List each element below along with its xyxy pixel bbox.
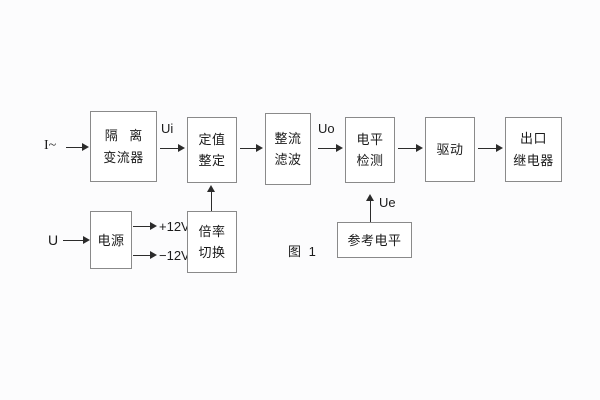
block-power-supply: 电源	[90, 211, 132, 269]
block-power-supply-line-1: 电源	[97, 232, 125, 248]
arrowhead-voltage-input	[83, 236, 90, 244]
arrowhead-supply-negative	[150, 251, 157, 259]
block-drive: 驱动	[425, 117, 475, 182]
supply-positive-label: +12V	[159, 219, 190, 234]
ue-signal-label: Ue	[379, 195, 396, 210]
connector-setting-to-rectify	[240, 148, 258, 149]
block-setting-value-line-2: 整定	[198, 153, 226, 168]
block-output-relay-line-2: 继电器	[513, 152, 554, 168]
voltage-input-label: U	[48, 232, 59, 248]
ui-signal-label: Ui	[161, 121, 174, 136]
arrowhead-supply-positive	[150, 222, 157, 230]
block-isolating-ct-line-1: 隔 离	[104, 128, 147, 144]
arrowhead-current-input	[82, 143, 89, 151]
arrowhead-rectify-to-level	[336, 144, 343, 152]
connector-ratio-to-setting	[211, 191, 212, 211]
block-rectify-filter: 整流 滤波	[265, 113, 311, 185]
block-drive-line-1: 驱动	[436, 142, 464, 157]
current-input-label: I~	[44, 138, 57, 153]
uo-signal-label: Uo	[318, 121, 335, 136]
block-reference-level: 参考电平	[337, 222, 412, 258]
connector-voltage-input	[63, 240, 85, 241]
figure-caption: 图 1	[288, 244, 318, 259]
connector-current-input	[66, 147, 84, 148]
block-setting-value: 定值 整定	[187, 117, 237, 183]
arrowhead-drive-to-relay	[496, 144, 503, 152]
connector-supply-negative	[133, 255, 153, 256]
arrowhead-ct-to-setting	[178, 144, 185, 152]
connector-drive-to-relay	[478, 148, 496, 149]
arrowhead-setting-to-rectify	[256, 144, 263, 152]
block-level-detect-line-2: 检测	[356, 153, 384, 168]
connector-ct-to-setting	[160, 148, 180, 149]
connector-reference-to-level	[370, 200, 371, 222]
block-output-relay: 出口 继电器	[505, 117, 562, 182]
block-level-detect-line-1: 电平	[356, 131, 384, 147]
arrowhead-ratio-to-setting	[207, 185, 215, 192]
arrowhead-level-to-drive	[416, 144, 423, 152]
connector-rectify-to-level	[318, 148, 338, 149]
block-ratio-switch-line-2: 切换	[198, 245, 226, 260]
connector-supply-positive	[133, 226, 153, 227]
block-isolating-ct: 隔 离 变流器	[90, 111, 157, 182]
arrowhead-reference-to-level	[366, 194, 374, 201]
block-ratio-switch-line-1: 倍率	[198, 223, 226, 239]
block-rectify-filter-line-2: 滤波	[274, 152, 302, 167]
block-level-detect: 电平 检测	[345, 117, 395, 183]
block-rectify-filter-line-1: 整流	[274, 130, 302, 146]
supply-negative-label: −12V	[159, 248, 190, 263]
block-isolating-ct-line-2: 变流器	[103, 149, 144, 165]
connector-level-to-drive	[398, 148, 416, 149]
block-ratio-switch: 倍率 切换	[187, 211, 237, 273]
block-setting-value-line-1: 定值	[198, 131, 226, 147]
block-reference-level-line-1: 参考电平	[347, 232, 402, 248]
block-output-relay-line-1: 出口	[519, 131, 547, 147]
